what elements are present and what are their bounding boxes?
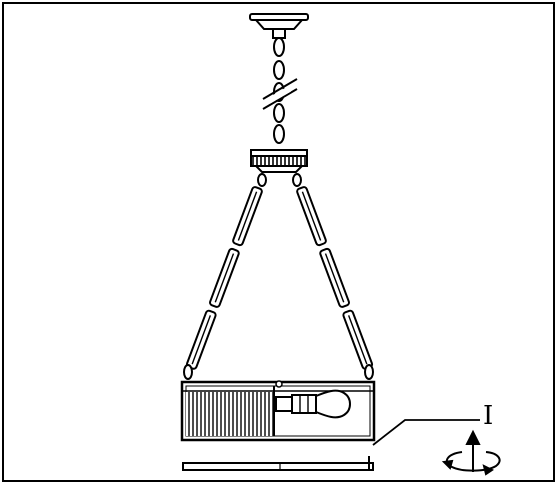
callout-label: I bbox=[483, 401, 494, 431]
center-hub bbox=[250, 149, 308, 173]
right-suspension-rod bbox=[292, 173, 374, 380]
shade-hatching bbox=[186, 392, 274, 436]
top-chain bbox=[262, 37, 298, 144]
bulb-assembly bbox=[275, 389, 351, 419]
rotate-arrow-icon bbox=[441, 429, 501, 476]
diffuser-panel bbox=[182, 456, 374, 471]
ceiling-canopy bbox=[249, 13, 309, 39]
left-suspension-rod bbox=[183, 173, 267, 380]
callout-leader bbox=[372, 419, 480, 446]
